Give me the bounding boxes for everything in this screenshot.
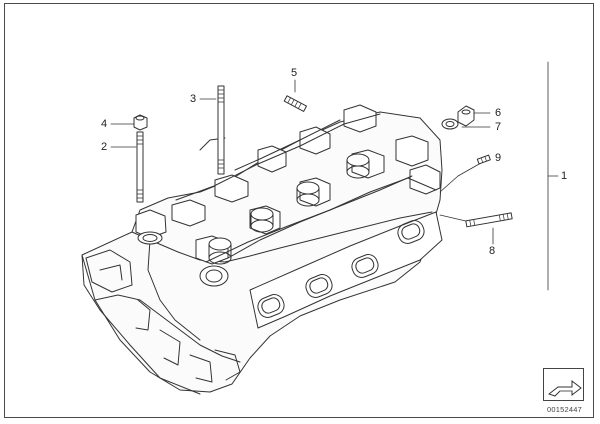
callout-5: 5 — [291, 67, 298, 79]
nut-icon — [133, 114, 148, 131]
callout-4: 4 — [101, 118, 108, 130]
reference-number: 00152447 — [547, 405, 582, 414]
stud-short-icon — [217, 85, 225, 175]
arrow-icon — [547, 379, 582, 397]
callout-1: 1 — [561, 170, 568, 182]
callout-6: 6 — [495, 107, 502, 119]
stud-side-icon — [465, 212, 513, 228]
stud-angled-icon — [283, 95, 307, 112]
callout-2: 2 — [101, 141, 108, 153]
callout-8: 8 — [489, 245, 496, 257]
small-stud-icon — [476, 154, 491, 165]
callout-3: 3 — [190, 93, 197, 105]
stud-long-icon — [136, 131, 144, 203]
plug-icon — [441, 105, 475, 130]
callout-7: 7 — [495, 121, 502, 133]
diagram-frame — [4, 3, 594, 418]
callout-9: 9 — [495, 152, 502, 164]
leader-lines — [110, 61, 559, 291]
intake-ports — [249, 211, 443, 329]
bearing-bores — [137, 153, 370, 287]
navigation-box[interactable] — [543, 368, 584, 401]
